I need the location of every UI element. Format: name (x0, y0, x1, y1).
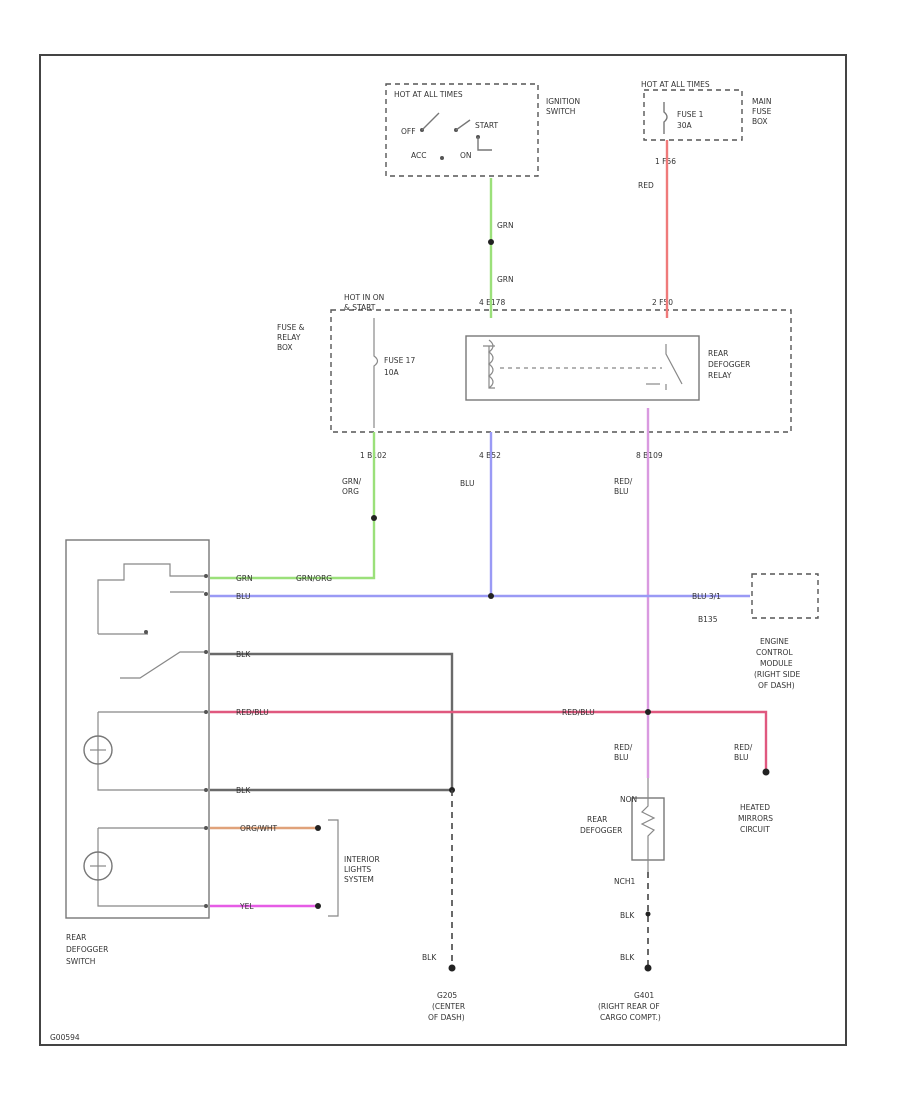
def-blk-2: BLK (620, 953, 635, 962)
g205-wire: BLK (422, 953, 437, 962)
wires-top: GRN GRN RED (488, 140, 669, 318)
main-fuse-box: HOT AT ALL TIMES FUSE 1 30A MAIN FUSE BO… (641, 80, 772, 166)
g205-label-1: G205 (437, 991, 457, 1000)
g205-label-2: (CENTER (432, 1002, 465, 1011)
wire-grn-label-1: GRN (497, 221, 514, 230)
switch-name-2: DEFOGGER (66, 945, 108, 954)
interior-lights-system: INTERIOR LIGHTS SYSTEM (328, 819, 380, 917)
fuse-17-rating: 10A (384, 368, 400, 377)
wire-redblu-horizontal (210, 710, 768, 770)
wires-middle: GRN/ ORG BLU RED/ BLU (210, 408, 650, 778)
pin-f50-label: 2 F50 (652, 298, 673, 307)
fuse-relay-box: HOT IN ON & START FUSE & RELAY BOX FUSE … (277, 293, 792, 460)
ignition-hot-label: HOT AT ALL TIMES (394, 90, 463, 99)
ignition-acc-label: ACC (411, 151, 426, 160)
pin-b109-label: 8 B109 (636, 451, 663, 460)
sw-wire-7: YEL (239, 902, 254, 911)
ignition-name-1: IGNITION (546, 97, 580, 106)
def-wire-2: BLU (614, 753, 628, 762)
hm-label-3: CIRCUIT (740, 825, 770, 834)
sw-wire-2: BLU (236, 592, 250, 601)
engine-control-module: B135 ENGINE CONTROL MODULE (RIGHT SIDE O… (698, 573, 819, 690)
hm-label-2: MIRRORS (738, 814, 773, 823)
sw-wire-6: ORG/WHT (240, 824, 278, 833)
main-fuse-pin-label: 1 F56 (655, 157, 676, 166)
ground-g401: G401 (RIGHT REAR OF CARGO COMPT.) (598, 991, 661, 1022)
ecm-label-1: ENGINE (760, 637, 789, 646)
ecm-label-4: (RIGHT SIDE (754, 670, 801, 679)
main-fuse-name-1: MAIN (752, 97, 771, 106)
g401-label-3: CARGO COMPT.) (600, 1013, 661, 1022)
fuse-relay-name-1: FUSE & (277, 323, 305, 332)
def-blk-1: BLK (620, 911, 635, 920)
g401-label-1: G401 (634, 991, 654, 1000)
main-fuse-name-3: BOX (752, 117, 768, 126)
hm-wire-1: RED/ (734, 743, 753, 752)
wire-blu-label: BLU (460, 479, 474, 488)
ignition-start-label: START (475, 121, 499, 130)
wire-red-label: RED (638, 181, 654, 190)
ecm-wire-label: BLU 3/1 (692, 592, 721, 601)
rear-defogger-switch: REAR DEFOGGER SWITCH (65, 539, 210, 966)
fuse-relay-name-3: BOX (277, 343, 293, 352)
switch-name-3: SWITCH (66, 957, 95, 966)
wire-grnorg-label-1: GRN/ (342, 477, 362, 486)
def-label-2: DEFOGGER (580, 826, 622, 835)
interior-label-3: SYSTEM (344, 875, 374, 884)
main-fuse-fuse-1: FUSE 1 (677, 110, 704, 119)
ecm-label-3: MODULE (760, 659, 793, 668)
def-pin-bottom: NCH1 (614, 877, 635, 886)
switch-name-1: REAR (66, 933, 86, 942)
relay-name-1: REAR (708, 349, 728, 358)
wire-grn-org (210, 432, 376, 580)
def-pin-top: NON (620, 795, 637, 804)
rear-defogger: RED/ BLU NON REAR DEFOGGER NCH1 BLK BLK (580, 743, 665, 972)
sw-wire-1b: GRN/ORG (296, 574, 332, 583)
wire-redblu-label-1: RED/ (614, 477, 633, 486)
sw-wire-1a: GRN (236, 574, 253, 583)
sw-wire-3: BLK (236, 650, 251, 659)
diagram-id: G00594 (50, 1033, 80, 1042)
diagram-frame (39, 54, 847, 1046)
relay-name-3: RELAY (708, 371, 732, 380)
g401-label-2: (RIGHT REAR OF (598, 1002, 660, 1011)
wire-blk-1 (210, 652, 454, 790)
ecm-pin-label: B135 (698, 615, 718, 624)
def-label-1: REAR (587, 815, 607, 824)
g205-label-3: OF DASH) (428, 1013, 465, 1022)
ignition-switch: HOT AT ALL TIMES OFF START ACC ON IGNITI… (385, 83, 580, 177)
ecm-label-5: OF DASH) (758, 681, 795, 690)
ignition-on-label: ON (460, 151, 472, 160)
main-fuse-fuse-2: 30A (677, 121, 693, 130)
ecm-label-2: CONTROL (756, 648, 793, 657)
ignition-off-label: OFF (401, 127, 416, 136)
fuse-relay-name-2: RELAY (277, 333, 301, 342)
wire-grnorg-label-2: ORG (342, 487, 359, 496)
wire-redblu-label-2: BLU (614, 487, 628, 496)
main-fuse-name-2: FUSE (752, 107, 772, 116)
sw-wire-4b: RED/BLU (562, 708, 595, 717)
interior-label-1: INTERIOR (344, 855, 380, 864)
ignition-name-2: SWITCH (546, 107, 575, 116)
relay-name-2: DEFOGGER (708, 360, 750, 369)
hm-wire-2: BLU (734, 753, 748, 762)
ground-g205: BLK G205 (CENTER OF DASH) (422, 790, 465, 1022)
hm-label-1: HEATED (740, 803, 770, 812)
fuse-relay-hot-1: HOT IN ON (344, 293, 384, 302)
sw-wire-5: BLK (236, 786, 251, 795)
sw-wire-4: RED/BLU (236, 708, 269, 717)
def-wire-1: RED/ (614, 743, 633, 752)
wire-grn-label-2: GRN (497, 275, 514, 284)
wires-switch: GRN GRN/ORG BLU BLU 3/1 BLK RED/BLU RED/… (204, 574, 768, 911)
main-fuse-hot-label: HOT AT ALL TIMES (641, 80, 710, 89)
interior-label-2: LIGHTS (344, 865, 371, 874)
fuse-17-label: FUSE 17 (384, 356, 415, 365)
fuse-relay-hot-2: & START (344, 303, 376, 312)
pin-e178-label: 4 E178 (479, 298, 505, 307)
heated-mirrors-circuit: RED/ BLU HEATED MIRRORS CIRCUIT (734, 743, 773, 834)
